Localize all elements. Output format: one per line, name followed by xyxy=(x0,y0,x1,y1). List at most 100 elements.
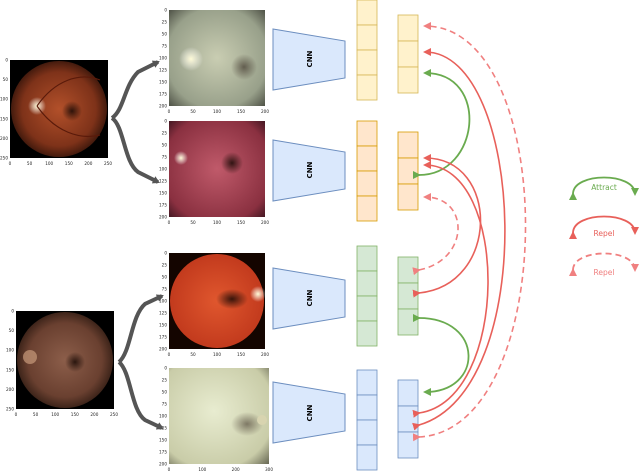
y-tick-label: 175 xyxy=(159,203,167,208)
vector-cell xyxy=(397,405,419,433)
vector-cell xyxy=(397,256,419,284)
attract-arrow-top xyxy=(412,69,471,180)
fundus-image xyxy=(11,61,107,157)
y-tick-label: 125 xyxy=(159,311,167,316)
legend-attract: Attract xyxy=(568,176,639,201)
y-tick-label: 75 xyxy=(162,287,168,292)
source-image-bottom xyxy=(16,311,114,409)
y-tick-label: 200 xyxy=(0,136,8,141)
vector-cell xyxy=(356,320,378,347)
x-tick-label: 150 xyxy=(237,109,245,114)
y-tick-label: 50 xyxy=(162,143,168,148)
x-tick-label: 300 xyxy=(265,467,273,471)
cnn-label: CNN xyxy=(306,404,314,421)
y-tick-label: 75 xyxy=(162,402,168,407)
macula xyxy=(221,152,243,174)
y-tick-label: 200 xyxy=(159,104,167,109)
legend: Attract Repel Repel xyxy=(568,176,639,277)
y-tick-label: 25 xyxy=(162,263,168,268)
vector-cell xyxy=(397,308,419,336)
vector-cell xyxy=(397,14,419,42)
cnn-label: CNN xyxy=(306,50,314,67)
view-image-3 xyxy=(169,253,266,349)
x-tick-label: 150 xyxy=(237,220,245,225)
x-tick-label: 100 xyxy=(51,412,59,417)
y-tick-label: 150 xyxy=(159,323,167,328)
feature-vector-3 xyxy=(356,245,378,347)
x-tick-label: 200 xyxy=(84,161,92,166)
y-tick-label: 125 xyxy=(159,68,167,73)
y-tick-label: 200 xyxy=(159,347,167,352)
x-tick-label: 50 xyxy=(190,220,196,225)
branch-arrows-bottom xyxy=(117,294,164,430)
x-tick-label: 0 xyxy=(9,161,12,166)
y-tick-label: 150 xyxy=(0,116,8,121)
y-tick-label: 200 xyxy=(159,215,167,220)
y-tick-label: 50 xyxy=(9,328,15,333)
y-tick-label: 250 xyxy=(0,156,8,161)
y-tick-label: 25 xyxy=(162,131,168,136)
vector-cell xyxy=(397,282,419,310)
legend-repel-dashed: Repel xyxy=(568,252,639,277)
repel-dashed-arrow-1 xyxy=(412,22,527,442)
y-tick-label: 50 xyxy=(162,32,168,37)
x-tick-label: 0 xyxy=(15,412,18,417)
contrastive-arrows xyxy=(412,22,527,442)
branch-arrows-top xyxy=(110,60,160,184)
vector-cell xyxy=(356,145,378,172)
y-tick-label: 0 xyxy=(11,309,14,314)
vector-cell xyxy=(356,394,378,421)
vector-cell xyxy=(356,444,378,471)
macula xyxy=(231,412,263,436)
x-tick-label: 150 xyxy=(71,412,79,417)
x-tick-label: 100 xyxy=(213,220,221,225)
y-tick-label: 100 xyxy=(159,414,167,419)
view-image-1 xyxy=(169,10,265,106)
x-tick-label: 200 xyxy=(261,352,269,357)
y-tick-label: 250 xyxy=(6,407,14,412)
x-tick-label: 100 xyxy=(198,467,206,471)
vector-cell xyxy=(356,24,378,51)
y-tick-label: 0 xyxy=(164,366,167,371)
x-tick-label: 150 xyxy=(237,352,245,357)
legend-attract-label: Attract xyxy=(591,183,617,192)
macula xyxy=(62,101,82,121)
vector-cell xyxy=(397,183,419,211)
source-image-top xyxy=(10,60,108,158)
fundus-image xyxy=(17,312,113,408)
y-tick-label: 200 xyxy=(6,387,14,392)
legend-repel-dashed-label: Repel xyxy=(594,268,615,277)
optic-disc xyxy=(257,415,267,425)
cnn-label: CNN xyxy=(306,289,314,306)
y-tick-label: 0 xyxy=(164,8,167,13)
x-tick-label: 200 xyxy=(232,467,240,471)
cnn-block-2: CNN xyxy=(272,139,346,202)
view-image-2 xyxy=(169,121,265,217)
y-tick-label: 150 xyxy=(6,367,14,372)
vector-cell xyxy=(356,120,378,147)
optic-disc xyxy=(23,350,37,364)
vector-cell xyxy=(356,245,378,272)
feature-vector-4 xyxy=(356,369,378,471)
x-tick-label: 200 xyxy=(261,220,269,225)
feature-vector-2 xyxy=(356,120,378,222)
vector-cell xyxy=(397,40,419,68)
x-tick-label: 0 xyxy=(168,109,171,114)
x-tick-label: 50 xyxy=(190,352,196,357)
x-tick-label: 100 xyxy=(213,352,221,357)
cnn-block-3: CNN xyxy=(272,267,346,330)
macula xyxy=(216,289,248,309)
optic-disc xyxy=(250,286,266,302)
y-tick-label: 50 xyxy=(162,275,168,280)
x-tick-label: 250 xyxy=(104,161,112,166)
vector-cell xyxy=(397,131,419,159)
cnn-block-1: CNN xyxy=(272,28,346,91)
optic-disc xyxy=(174,151,188,165)
vector-cell xyxy=(356,270,378,297)
